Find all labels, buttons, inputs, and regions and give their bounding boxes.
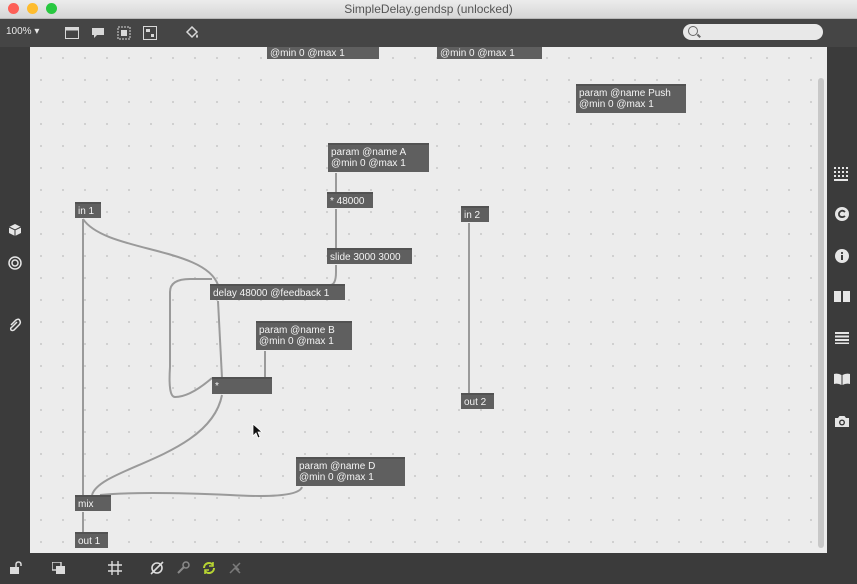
param-object[interactable]: @min 0 @max 1: [267, 47, 379, 59]
list-icon[interactable]: [832, 328, 852, 348]
cord-slide-delay: [329, 265, 337, 286]
param-a-object[interactable]: param @name A @min 0 @max 1: [328, 143, 429, 172]
grid-icon[interactable]: [106, 559, 124, 577]
presentation-icon[interactable]: [62, 23, 82, 43]
right-sidebar: [827, 47, 857, 553]
bottom-toolbar: [0, 553, 857, 584]
title-bar: SimpleDelay.gendsp (unlocked): [0, 0, 857, 19]
minimize-window-button[interactable]: [27, 3, 38, 14]
cord-param-d-mix: [99, 486, 303, 497]
cord-mul-mix: [91, 394, 223, 496]
left-sidebar: [0, 47, 30, 553]
layers-icon[interactable]: [50, 559, 68, 577]
c-icon[interactable]: [832, 204, 852, 224]
out-2-object[interactable]: out 2: [461, 393, 494, 409]
paperclip-icon[interactable]: [5, 315, 25, 335]
patcher-canvas[interactable]: @min 0 @max 1 @min 0 @max 1 param @name …: [30, 47, 827, 553]
close-window-button[interactable]: [8, 3, 19, 14]
unlock-icon[interactable]: [7, 559, 25, 577]
book-icon[interactable]: [832, 286, 852, 306]
toolbar: 100% ▾: [0, 19, 857, 47]
param-object[interactable]: @min 0 @max 1: [437, 47, 542, 59]
in-1-object[interactable]: in 1: [75, 202, 101, 218]
info-icon[interactable]: [832, 246, 852, 266]
multiply-object[interactable]: *: [212, 377, 272, 394]
vertical-scrollbar[interactable]: [818, 78, 824, 548]
multiply-48000-object[interactable]: * 48000: [327, 192, 373, 208]
camera-icon[interactable]: [832, 411, 852, 431]
cord-feedback-loop: [168, 278, 213, 399]
param-push-object[interactable]: param @name Push @min 0 @max 1: [576, 84, 686, 113]
grid-pattern-icon[interactable]: [832, 164, 852, 184]
target-icon[interactable]: [5, 253, 25, 273]
slide-object[interactable]: slide 3000 3000: [327, 248, 412, 264]
refresh-icon[interactable]: [200, 559, 218, 577]
cord-delay-mul: [217, 300, 223, 379]
paint-bucket-icon[interactable]: [182, 23, 202, 43]
mouse-cursor-icon: [252, 423, 264, 439]
search-input[interactable]: [683, 24, 823, 40]
debug-icon[interactable]: [226, 559, 244, 577]
param-b-object[interactable]: param @name B @min 0 @max 1: [256, 321, 352, 350]
zoom-menu[interactable]: 100% ▾: [6, 26, 40, 37]
comment-icon[interactable]: [88, 23, 108, 43]
in-2-object[interactable]: in 2: [461, 206, 489, 222]
patch-cords: [82, 173, 470, 533]
search-icon: [688, 26, 698, 36]
wrench-icon[interactable]: [174, 559, 192, 577]
delay-object[interactable]: delay 48000 @feedback 1: [210, 284, 345, 300]
cube-icon[interactable]: [5, 220, 25, 240]
grid-select-icon[interactable]: [114, 23, 134, 43]
open-book-icon[interactable]: [832, 369, 852, 389]
object-box-icon[interactable]: [140, 23, 160, 43]
param-d-object[interactable]: param @name D @min 0 @max 1: [296, 457, 405, 486]
out-1-object[interactable]: out 1: [75, 532, 108, 548]
mute-audio-icon[interactable]: [148, 559, 166, 577]
cord-in1-delay: [82, 218, 219, 286]
mix-object[interactable]: mix: [75, 495, 111, 511]
zoom-window-button[interactable]: [46, 3, 57, 14]
window-title: SimpleDelay.gendsp (unlocked): [344, 2, 513, 16]
